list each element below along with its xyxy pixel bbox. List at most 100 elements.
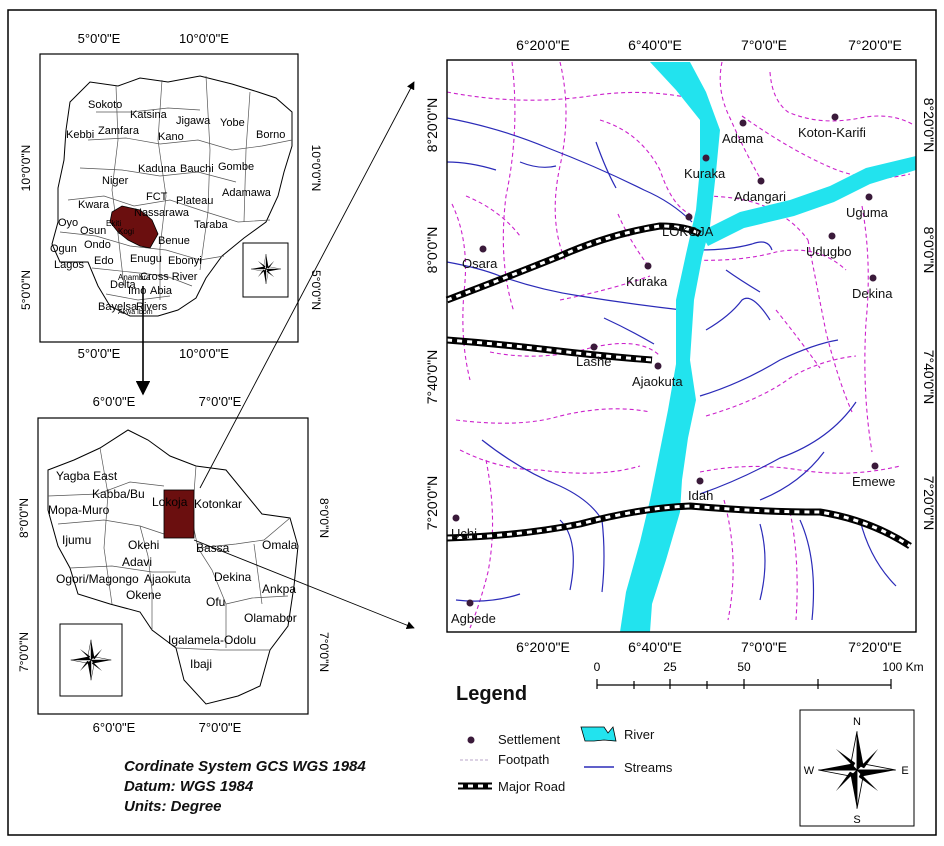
kogi-state-highlight — [109, 205, 159, 249]
state-label: Niger — [102, 175, 129, 187]
legend-major-road-label: Major Road — [498, 779, 565, 794]
scale-label-25: 25 — [663, 660, 677, 674]
lga-label: Dekina — [214, 570, 252, 584]
state-label: Sokoto — [88, 99, 122, 111]
state-label: Rivers — [136, 301, 168, 313]
legend: Legend Settlement Footpath Major Road Ri… — [456, 683, 673, 794]
state-label: Adamawa — [222, 187, 272, 199]
main-map: Adama Koton-Karifi Kuraka Adangari LOKOJ… — [424, 37, 937, 655]
state-label: Gombe — [218, 161, 254, 173]
lga-label: Ajaokuta — [144, 572, 191, 586]
legend-river-symbol — [580, 726, 617, 742]
lga-label: Omala — [262, 538, 298, 552]
state-label: Taraba — [194, 219, 229, 231]
nigeria-state-labels: Sokoto Katsina Jigawa Yobe Borno Kebbi Z… — [50, 99, 285, 316]
lga-label: Okene — [126, 588, 162, 602]
lat-tick-left: 7°40'0"N — [424, 350, 440, 405]
state-label: Bauchi — [180, 163, 214, 175]
state-label: Jigawa — [176, 115, 211, 127]
legend-title: Legend — [456, 683, 527, 705]
state-label: Katsina — [130, 109, 168, 121]
kogi-lat-tick-right-2: 7°0'0"N — [317, 632, 331, 672]
state-label: Ekiti — [106, 219, 121, 228]
scale-label-100: 100 Km — [882, 660, 923, 674]
lga-label: Okehi — [128, 538, 159, 552]
lon-tick-top: 7°20'0"E — [848, 37, 902, 53]
lat-tick-left: 8°20'0"N — [424, 98, 440, 153]
state-label: Kwara — [78, 199, 110, 211]
compass-e: E — [901, 765, 908, 777]
state-label: Borno — [256, 129, 285, 141]
streams — [446, 117, 897, 621]
settlement-label: Kuraka — [626, 274, 668, 289]
settlement-label: Uguma — [846, 205, 889, 220]
nigeria-lat-tick-right-1: 10°0'0"N — [309, 145, 323, 192]
state-label: Akwa Ibom — [118, 309, 153, 316]
state-label: Kano — [158, 131, 184, 143]
legend-streams-label: Streams — [624, 760, 673, 775]
lat-tick-left: 8°0'0"N — [424, 227, 440, 274]
river-niger — [620, 62, 720, 632]
settlement-label: Osara — [462, 256, 498, 271]
lga-label: Kotonkar — [194, 497, 242, 511]
nigeria-lon-tick-top-2: 10°0'0"E — [179, 31, 229, 46]
compass-s: S — [853, 814, 860, 826]
scale-bar: 0 25 50 100 Km — [594, 660, 924, 689]
state-label: Benue — [158, 235, 190, 247]
lga-label: Igalamela-Odolu — [168, 633, 256, 647]
kogi-lon-tick-bottom-2: 7°0'0"E — [199, 720, 242, 735]
state-label: Ebonyi — [168, 255, 202, 267]
study-area-connector-top — [199, 81, 415, 489]
state-label: Lagos — [54, 259, 84, 271]
lon-tick-top: 7°0'0"E — [741, 37, 787, 53]
main-map-frame — [446, 59, 917, 633]
kogi-lga-labels: Yagba East Kabba/Bu Lokoja Kotonkar Mopa… — [48, 469, 298, 671]
settlement-label: Uchi — [451, 526, 477, 541]
state-label: Osun — [80, 225, 106, 237]
settlement-label: Agbede — [451, 611, 496, 626]
state-label: Zamfara — [98, 125, 140, 137]
kogi-lon-tick-bottom-1: 6°0'0"E — [93, 720, 136, 735]
lat-tick-left: 7°20'0"N — [424, 476, 440, 531]
lga-label: Olamabor — [244, 611, 297, 625]
nigeria-lon-tick-bottom-2: 10°0'0"E — [179, 346, 229, 361]
state-label: Plateau — [176, 195, 213, 207]
nigeria-lon-tick-top-1: 5°0'0"E — [78, 31, 121, 46]
state-label: Ondo — [84, 239, 111, 251]
main-map-lat-ticks: 8°20'0"N 8°0'0"N 7°40'0"N 7°20'0"N 8°20'… — [424, 98, 937, 531]
nigeria-lat-tick-left-2: 5°0'0"N — [19, 270, 33, 310]
units-note: Units: Degree — [124, 798, 222, 815]
lat-tick-right: 8°0'0"N — [921, 227, 937, 274]
legend-river-label: River — [624, 727, 655, 742]
lga-label: Ibaji — [190, 657, 212, 671]
lga-label: Lokoja — [152, 495, 188, 509]
state-label: Imo — [128, 285, 146, 297]
state-label: Ogun — [50, 243, 77, 255]
scale-label-50: 50 — [737, 660, 751, 674]
road-lokoja-osara — [445, 222, 702, 304]
lga-label: Adavi — [122, 555, 152, 569]
settlement-label: Emewe — [852, 474, 895, 489]
lon-tick-top: 6°40'0"E — [628, 37, 682, 53]
settlement-label: Dekina — [852, 286, 893, 301]
lon-tick-bottom: 7°0'0"E — [741, 639, 787, 655]
lat-tick-right: 7°20'0"N — [921, 476, 937, 531]
coordinate-system-note: Cordinate System GCS WGS 1984 — [124, 758, 366, 775]
lon-tick-top: 6°20'0"E — [516, 37, 570, 53]
settlement-label: Adangari — [734, 189, 786, 204]
settlement-label: Udugbo — [806, 244, 852, 259]
kogi-lat-tick-left-2: 7°0'0"N — [17, 632, 31, 672]
lon-tick-bottom: 6°20'0"E — [516, 639, 570, 655]
settlement-label: Adama — [722, 131, 764, 146]
state-label: Enugu — [130, 253, 162, 265]
lga-label: Kabba/Bu — [92, 487, 145, 501]
north-arrow: N S E W — [799, 709, 915, 827]
kogi-lat-tick-left-1: 8°0'0"N — [17, 498, 31, 538]
state-label: Abia — [150, 285, 173, 297]
state-label: Cross River — [140, 271, 198, 283]
lat-tick-right: 7°40'0"N — [921, 350, 937, 405]
lga-label: Mopa-Muro — [48, 503, 110, 517]
state-label: Yobe — [220, 117, 245, 129]
kogi-lat-tick-right-1: 8°0'0"N — [317, 498, 331, 538]
